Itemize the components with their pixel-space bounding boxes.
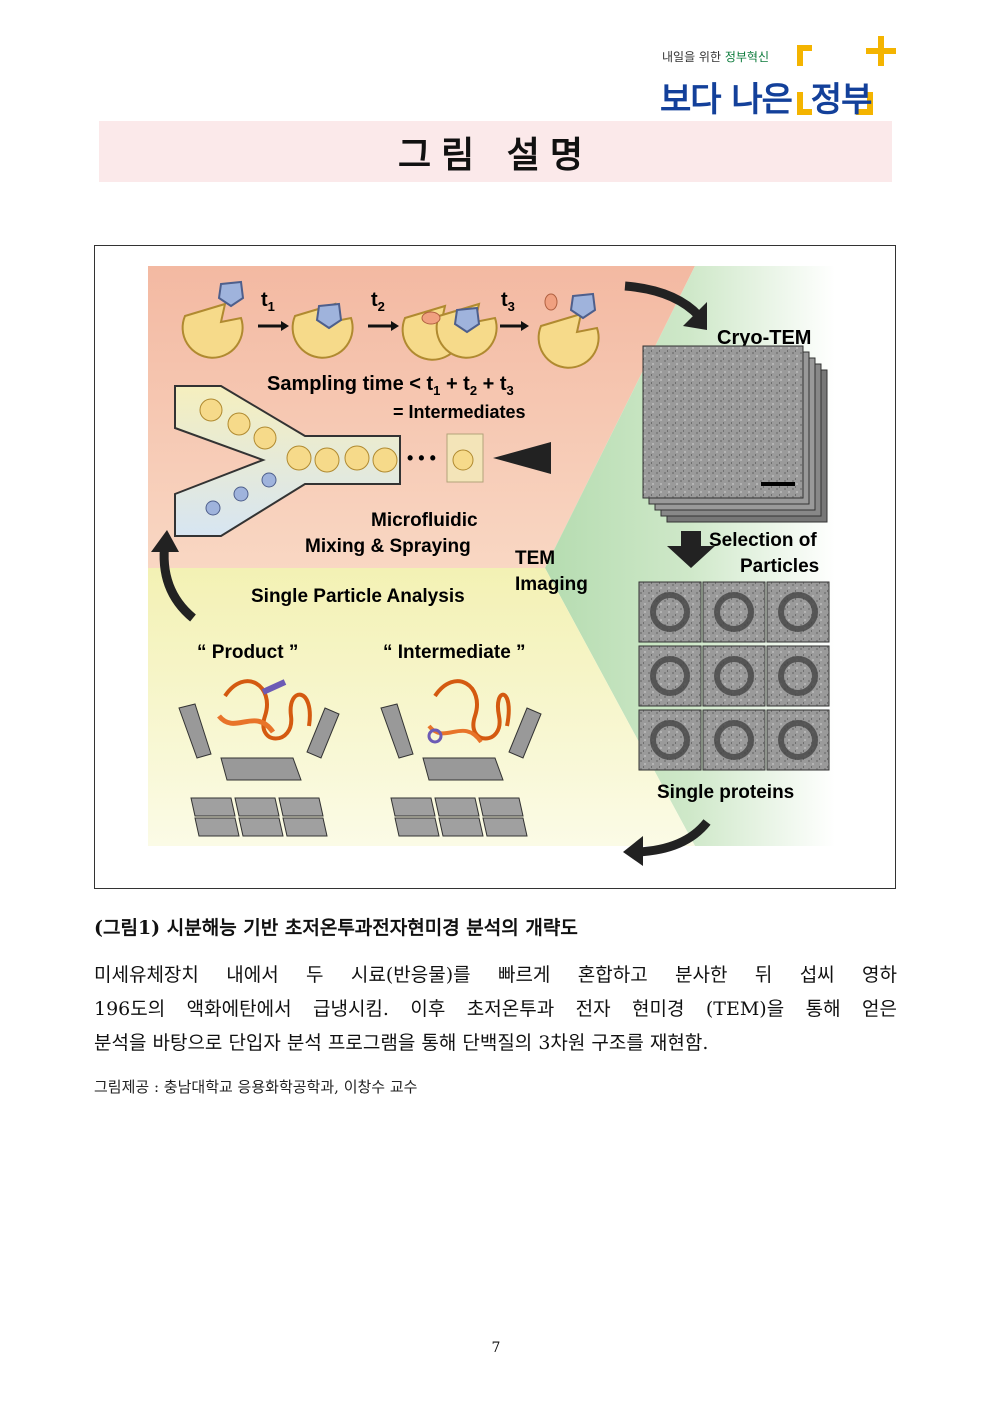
figure-schematic: t1 t2 t3 Sampling time < t1 + t2 + t3 = …	[94, 245, 896, 889]
reaction-timeline: t1 t2 t3	[181, 280, 600, 369]
selection-label: Selection of	[709, 530, 817, 551]
microfluidic-label: Microfluidic	[371, 510, 478, 531]
page-number: 7	[491, 1340, 501, 1356]
single-protein-grid	[638, 581, 830, 771]
ellipsis-dots: • • •	[407, 448, 436, 468]
curved-arrow-icon	[636, 819, 711, 857]
description-line: 196도의 액화에탄에서 급냉시킴. 이후 초저온투과 전자 현미경 (TEM)…	[94, 998, 897, 1020]
particles-label: Particles	[740, 556, 819, 577]
2d-class-tiles-product	[190, 797, 328, 837]
description-line: 미세유체장치 내에서 두 시료(반응물)를 빠르게 혼합하고 분사한 뒤 섭씨 …	[94, 964, 897, 986]
product-label: “ Product ”	[197, 642, 298, 663]
curved-arrow-icon	[624, 281, 703, 320]
cryo-tem-label: Cryo-TEM	[717, 327, 811, 349]
intermediate-structure	[380, 679, 542, 781]
logo-wordmark: 보다 나은 정부	[660, 80, 872, 120]
sampling-time-label: Sampling time < t1 + t2 + t3	[267, 373, 514, 398]
logo-bracket-graphic	[797, 36, 896, 115]
figure-credit: 그림제공 : 충남대학교 응용화학공학과, 이창수 교수	[94, 1078, 418, 1096]
tem-label: TEM	[515, 548, 555, 569]
description-line: 분석을 바탕으로 단입자 분석 프로그램을 통해 단백질의 3차원 구조를 재현…	[94, 1032, 709, 1054]
page-title-banner: 그림 설명	[99, 121, 892, 182]
spray-nozzle-icon	[493, 442, 551, 474]
cryo-tem-micrograph-stack	[642, 345, 828, 523]
microfluidic-channel: • • •	[174, 385, 551, 537]
imaging-label: Imaging	[515, 574, 588, 595]
figure-caption: (그림1) 시분해능 기반 초저온투과전자현미경 분석의 개략도	[94, 917, 578, 939]
down-arrow-icon	[667, 531, 715, 568]
government-innovation-logo: 내일을 위한 정부혁신 보다 나은 정부	[660, 36, 900, 126]
2d-class-tiles-intermediate	[390, 797, 528, 837]
single-proteins-label: Single proteins	[657, 782, 794, 803]
product-structure	[178, 679, 340, 781]
schematic-illustration: t1 t2 t3 Sampling time < t1 + t2 + t3 = …	[148, 266, 835, 866]
mixing-spraying-label: Mixing & Spraying	[305, 536, 471, 557]
figure-description: 미세유체장치 내에서 두 시료(반응물)를 빠르게 혼합하고 분사한 뒤 섭씨 …	[94, 958, 897, 1060]
spa-label: Single Particle Analysis	[251, 586, 465, 607]
intermediate-label: “ Intermediate ”	[383, 642, 526, 663]
page-title: 그림 설명	[397, 134, 593, 176]
logo-tagline: 내일을 위한 정부혁신	[662, 50, 770, 64]
intermediates-label: = Intermediates	[393, 402, 526, 422]
